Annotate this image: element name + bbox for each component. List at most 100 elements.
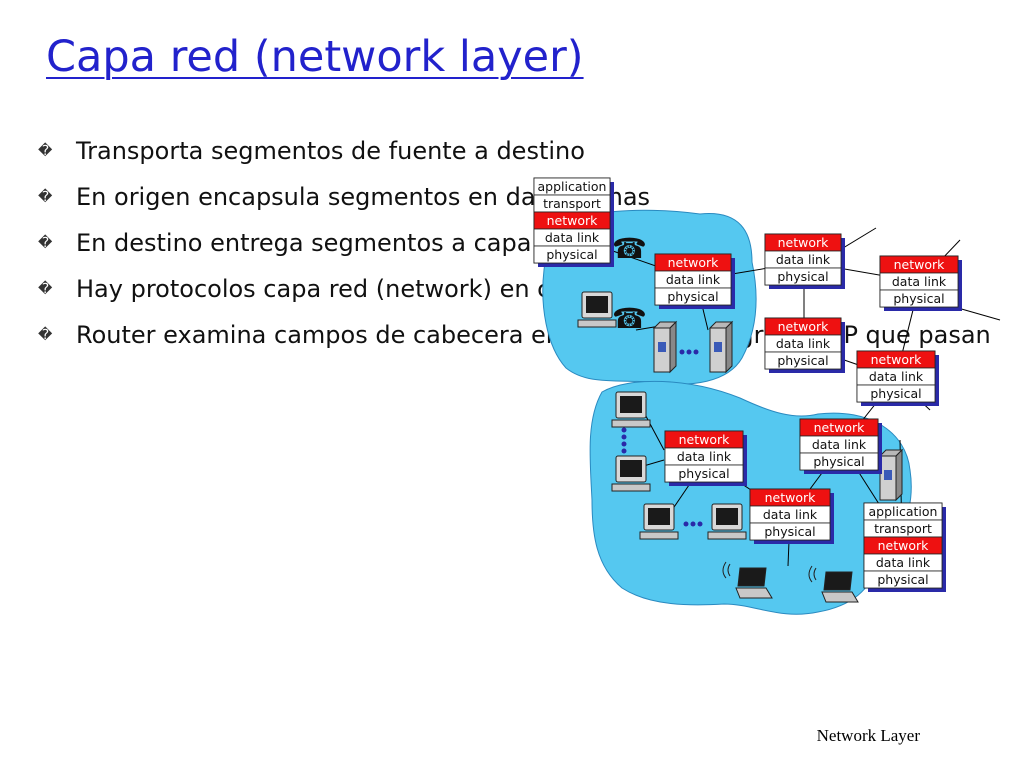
stack-layer-band — [799, 452, 879, 471]
bullet-marker: � — [38, 189, 53, 205]
layer-label-other: physical — [813, 454, 864, 469]
screen-shape — [648, 508, 670, 525]
server-icon — [708, 320, 734, 374]
screen-shape — [620, 396, 642, 413]
wireless-waves-shape — [808, 565, 817, 583]
computer-icon — [611, 391, 651, 428]
computer-icon — [611, 455, 651, 492]
protocol-stacks: application transport network data link phys… — [533, 177, 962, 592]
server-side-shape — [895, 448, 903, 502]
stack-layer-band — [654, 287, 732, 306]
network-devices: ☎☎ — [577, 232, 904, 603]
keyboard-shape — [611, 419, 651, 428]
computer-icon — [707, 503, 747, 540]
layer-label-network: network — [814, 420, 866, 435]
ellipsis-dot — [690, 521, 696, 527]
host-stack-host-bottom: application transport network data link phys… — [863, 502, 946, 592]
layer-label-other: physical — [870, 386, 921, 401]
screen-shape — [716, 508, 738, 525]
bullet-marker: � — [38, 281, 53, 297]
ellipsis-dot — [697, 521, 703, 527]
stack-layer-band — [533, 245, 611, 264]
stack-layer-band — [764, 351, 842, 370]
ellipsis-dot — [693, 349, 699, 355]
layer-label-other: data link — [763, 507, 818, 522]
keyboard-shape — [611, 483, 651, 492]
router-stack-router-7: network data link physical — [799, 418, 882, 474]
bullet-text: Transporta segmentos de fuente a destino — [76, 137, 585, 165]
bullet-marker: � — [38, 143, 53, 159]
layer-label-network: network — [547, 213, 599, 228]
layer-label-network: network — [778, 235, 830, 250]
laptop-icon — [722, 561, 773, 599]
server-icon — [652, 320, 678, 374]
router-stack-router-2: network data link physical — [764, 233, 845, 289]
layer-label-network: network — [765, 490, 817, 505]
layer-label-other: data link — [776, 252, 831, 267]
layer-label-other: transport — [874, 521, 932, 536]
laptop-base-shape — [735, 587, 773, 599]
layer-label-network: network — [871, 352, 923, 367]
computer-icon — [577, 291, 617, 328]
screen-shape — [620, 460, 642, 477]
router-stack-router-4: network data link physical — [764, 317, 845, 373]
computer-icon — [639, 503, 679, 540]
layer-label-other: application — [538, 179, 607, 194]
layer-label-other: physical — [777, 269, 828, 284]
stack-layer-band — [664, 464, 744, 483]
stack-layer-band — [749, 522, 831, 541]
bullet-marker: � — [38, 235, 53, 251]
ellipsis-dot — [621, 441, 627, 447]
layer-label-other: physical — [893, 291, 944, 306]
bullet-marker: � — [38, 327, 53, 343]
laptop-screen-shape — [823, 571, 853, 591]
keyboard-shape — [639, 531, 679, 540]
server-panel-shape — [714, 342, 722, 352]
layer-label-other: data link — [869, 369, 924, 384]
keyboard-shape — [707, 531, 747, 540]
server-side-shape — [669, 320, 677, 374]
layer-label-other: data link — [776, 336, 831, 351]
layer-label-other: physical — [678, 466, 729, 481]
stack-layer-band — [879, 289, 959, 308]
layer-label-other: data link — [876, 555, 931, 570]
laptop-screen-shape — [737, 567, 767, 587]
laptop-icon — [808, 565, 859, 603]
phone-icon: ☎ — [612, 232, 647, 265]
stack-layer-band — [863, 570, 943, 589]
slide-title: Capa red (network layer) — [46, 32, 584, 82]
layer-label-other: data link — [812, 437, 867, 452]
layer-label-other: physical — [777, 353, 828, 368]
server-icon — [878, 448, 904, 502]
layer-label-network: network — [668, 255, 720, 270]
wireless-waves-shape — [722, 561, 731, 579]
stack-layer-band — [856, 384, 936, 403]
server-panel-shape — [884, 470, 892, 480]
layer-label-network: network — [778, 319, 830, 334]
laptop-base-shape — [821, 591, 859, 603]
ellipsis-dot — [683, 521, 689, 527]
ellipsis-dot — [686, 349, 692, 355]
layer-label-other: physical — [667, 289, 718, 304]
router-stack-router-3: network data link physical — [879, 255, 962, 311]
layer-label-network: network — [878, 538, 930, 553]
bullet-item: � Transporta segmentos de fuente a destin… — [38, 128, 1024, 174]
phone-icon: ☎ — [612, 302, 647, 335]
layer-label-network: network — [894, 257, 946, 272]
layer-label-other: physical — [877, 572, 928, 587]
layer-label-network: network — [679, 432, 731, 447]
layer-label-other: application — [869, 504, 938, 519]
layer-label-other: transport — [543, 196, 601, 211]
router-stack-router-5: network data link physical — [856, 350, 939, 406]
stack-layer-band — [764, 267, 842, 286]
slide-footer: Network Layer — [816, 726, 920, 745]
ellipsis-dot — [621, 434, 627, 440]
layer-label-other: data link — [892, 274, 947, 289]
layer-label-other: physical — [546, 247, 597, 262]
ellipsis-dot — [621, 448, 627, 454]
server-side-shape — [725, 320, 733, 374]
